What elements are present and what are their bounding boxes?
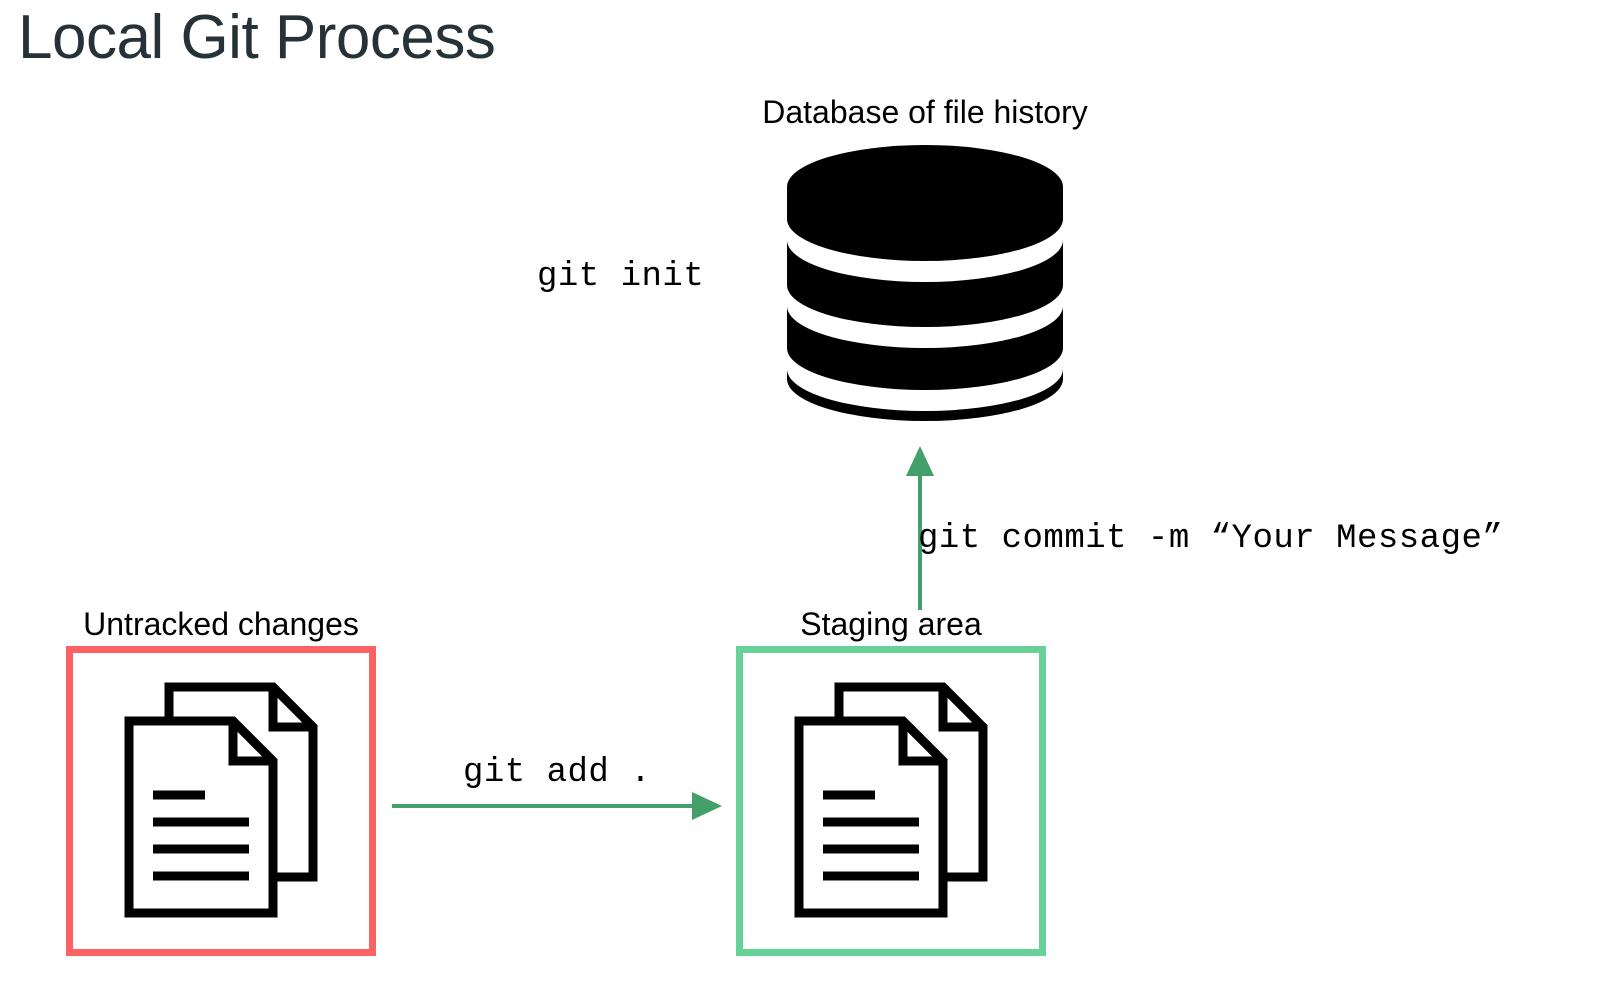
arrow-add [392, 792, 722, 820]
staging-area-label: Staging area [800, 606, 982, 642]
documents-stack-icon [791, 681, 991, 921]
git-commit-command-label: git commit -m “Your Message” [918, 520, 1504, 558]
documents-stack-icon [121, 681, 321, 921]
git-add-command-label: git add . [463, 754, 652, 792]
database-cylinder-icon [787, 145, 1063, 421]
untracked-changes-label: Untracked changes [83, 606, 359, 642]
page-title: Local Git Process [18, 3, 496, 72]
arrow-head-icon [906, 446, 934, 476]
staging-area-box[interactable] [736, 646, 1046, 956]
arrow-commit [906, 446, 934, 610]
git-init-command-label: git init [537, 258, 705, 296]
arrow-head-icon [692, 792, 722, 820]
database-label: Database of file history [762, 94, 1088, 130]
untracked-changes-box[interactable] [66, 646, 376, 956]
